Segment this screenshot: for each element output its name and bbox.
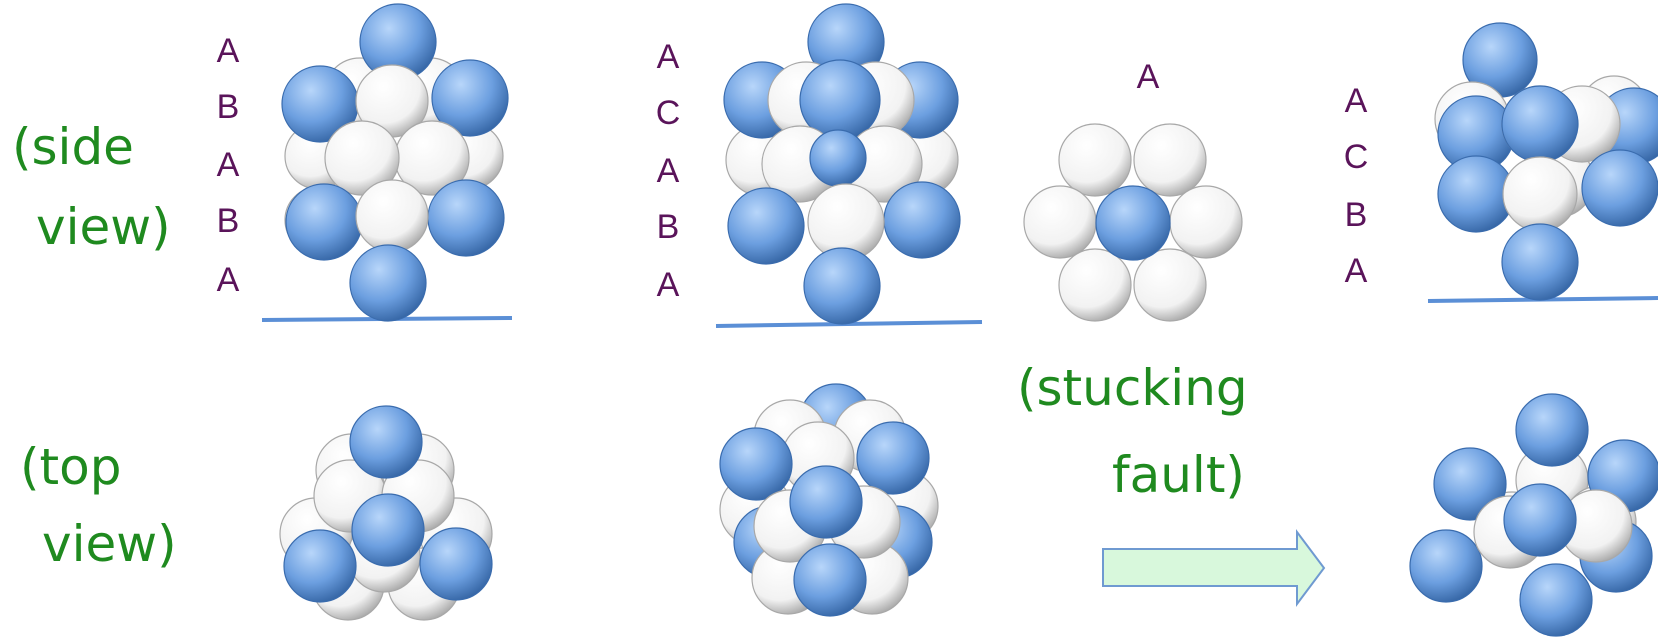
layer-letter: A <box>657 152 680 190</box>
top-view-label-1: (top <box>20 438 121 496</box>
hcp-side-view <box>281 3 509 322</box>
blue-atom <box>1515 393 1589 467</box>
white-atom <box>324 120 400 196</box>
white-atom <box>1133 248 1207 322</box>
single-layer-letter: A <box>1137 58 1160 96</box>
blue-atom <box>856 421 930 495</box>
blue-atom <box>719 427 793 501</box>
layer-letter: C <box>656 94 681 132</box>
white-atom <box>1502 156 1578 232</box>
blue-atom <box>789 465 863 539</box>
layer-letter: A <box>217 261 240 299</box>
blue-atom <box>1581 149 1658 227</box>
layer-letter: B <box>217 88 240 126</box>
layer-letter: A <box>1345 252 1368 290</box>
blue-atom <box>349 244 427 322</box>
blue-atom <box>1433 447 1507 521</box>
blue-atom <box>283 529 357 603</box>
faulted-top-view <box>1409 393 1658 637</box>
blue-atom <box>419 527 493 601</box>
white-atom <box>1169 185 1243 259</box>
white-atom <box>1023 185 1097 259</box>
hcp-top-view <box>279 405 493 621</box>
blue-atom <box>427 179 505 257</box>
blue-atom <box>349 405 423 479</box>
blue-atom <box>1501 223 1579 301</box>
white-atom <box>1058 123 1132 197</box>
layer-letter: B <box>217 202 240 240</box>
stacking-fault-label-2: fault) <box>1112 446 1245 504</box>
fcc-side-view <box>723 3 961 325</box>
blue-atom <box>793 543 867 617</box>
layer-letter: A <box>657 266 680 304</box>
white-atom <box>1133 123 1207 197</box>
side-view-label-1: (side <box>12 118 134 176</box>
layer-letter: B <box>657 208 680 246</box>
stacking-fault-label-1: (stucking <box>1017 359 1248 417</box>
white-atom <box>355 179 429 253</box>
layer-letter: A <box>217 32 240 70</box>
layer-letter: B <box>1345 196 1368 234</box>
right-arrow-icon <box>1102 529 1326 607</box>
layer-letter: A <box>217 146 240 184</box>
blue-atom <box>809 129 867 187</box>
faulted-side-view <box>1434 22 1658 301</box>
blue-atom <box>285 183 363 261</box>
fcc-base-line <box>715 320 983 328</box>
single-layer-a-top <box>1023 123 1243 322</box>
blue-atom <box>1503 483 1577 557</box>
blue-atom <box>727 187 805 265</box>
top-view-label-2: view) <box>42 515 177 573</box>
blue-atom <box>1095 185 1171 261</box>
hcp-layer-letters: A B A B A <box>217 32 240 299</box>
side-view-label-2: view) <box>36 198 171 256</box>
layer-letter: A <box>657 38 680 76</box>
fcc-top-view <box>719 383 939 617</box>
faulted-layer-letters: A C B A <box>1344 82 1369 290</box>
white-atom <box>1058 248 1132 322</box>
fcc-layer-letters: A C A B A <box>656 38 681 304</box>
blue-atom <box>431 59 509 137</box>
blue-atom <box>1409 529 1483 603</box>
layer-letter: C <box>1344 138 1369 176</box>
blue-atom <box>351 493 425 567</box>
blue-atom <box>1519 563 1593 637</box>
layer-letter: A <box>1345 82 1368 120</box>
blue-atom <box>803 247 881 325</box>
blue-atom <box>883 181 961 259</box>
blue-atom <box>1501 85 1579 163</box>
